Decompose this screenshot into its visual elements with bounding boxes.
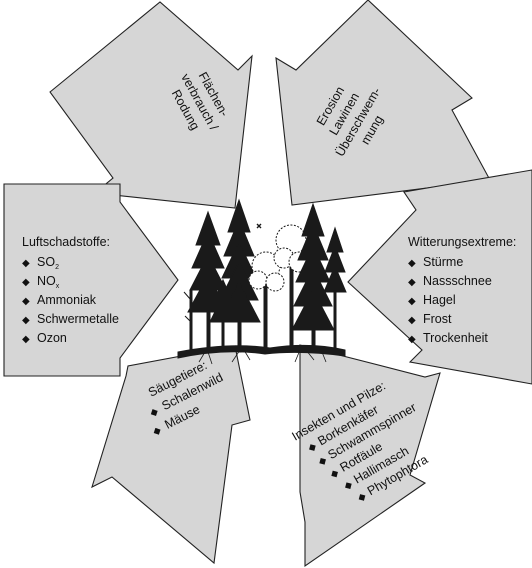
weather-item: Frost [423, 312, 452, 326]
diamond-bullet-icon: ◆ [408, 258, 416, 269]
weather-item: Stürme [423, 255, 463, 269]
weather-item: Hagel [423, 293, 456, 307]
spruce-tree [291, 202, 335, 353]
air-item-label: Schwermetalle [37, 312, 119, 326]
air-item: ◆ NOx [22, 274, 60, 290]
deciduous-tree [248, 251, 285, 353]
weather-item: Nassschnee [423, 274, 492, 288]
forest-ground [177, 344, 346, 359]
arrow-insects-fungi [299, 344, 441, 568]
diamond-bullet-icon: ◆ [22, 315, 30, 326]
diamond-bullet-icon: ◆ [22, 258, 30, 269]
diamond-bullet-icon: ◆ [408, 277, 416, 288]
diamond-bullet-icon: ◆ [408, 296, 416, 307]
diamond-bullet-icon: ◆ [22, 296, 30, 307]
spruce-tree [323, 226, 347, 353]
bird-icon [256, 223, 262, 229]
air-item-label: NO [37, 274, 56, 288]
air-item-label: SO [37, 255, 55, 269]
arrow-land-use [49, 1, 253, 209]
weather-item: Trockenheit [423, 331, 488, 345]
air-item-sub: 2 [55, 264, 59, 271]
air-item-label: Ozon [37, 331, 67, 345]
arrow-air-pollutants [3, 183, 179, 377]
svg-text:SO2: SO2 [37, 255, 59, 271]
label-air-pollutants: Luftschadstoffe: ◆ SO2 ◆ NOx ◆ Ammoniak … [22, 235, 119, 345]
air-item: ◆ Ammoniak [22, 293, 97, 307]
forest-roots [198, 349, 327, 365]
spruce-tree [209, 278, 237, 353]
dead-tree [183, 289, 199, 353]
diamond-bullet-icon: ◆ [408, 315, 416, 326]
svg-text:NOx: NOx [37, 274, 60, 290]
air-item: ◆ Ozon [22, 331, 67, 345]
arrow-mammals [91, 345, 251, 565]
weather-title: Witterungsextreme: [408, 235, 516, 249]
air-pollutants-title: Luftschadstoffe: [22, 235, 110, 249]
air-item: ◆ Schwermetalle [22, 312, 119, 326]
diamond-bullet-icon: ◆ [22, 334, 30, 345]
air-item-label: Ammoniak [37, 293, 97, 307]
arrow-weather-extremes [347, 169, 532, 385]
diamond-bullet-icon: ◆ [22, 277, 30, 288]
forest-illustration [177, 198, 347, 365]
air-item: ◆ SO2 [22, 255, 59, 271]
label-weather-extremes: Witterungsextreme: ◆ Stürme ◆ Nassschnee… [408, 235, 516, 345]
diamond-bullet-icon: ◆ [408, 334, 416, 345]
arrow-erosion [275, 0, 491, 206]
air-item-sub: x [56, 283, 60, 290]
